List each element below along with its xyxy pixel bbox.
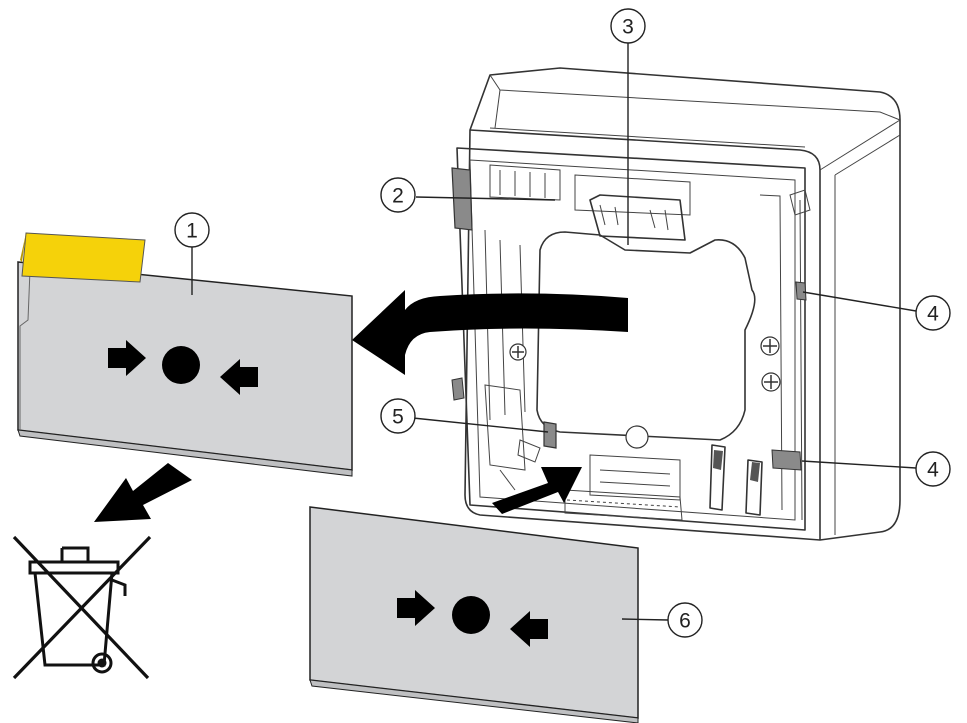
- callout-5: 5: [380, 398, 416, 434]
- screw-left: [509, 343, 527, 361]
- remove-direction-arrow: [352, 290, 628, 375]
- callout-6: 6: [667, 602, 703, 638]
- callout-1-label: 1: [186, 220, 198, 243]
- screw-right-bottom: [761, 372, 781, 392]
- insert-direction-arrow: [492, 467, 582, 514]
- arrow-left-icon: [510, 611, 548, 647]
- callout-3-label: 3: [622, 16, 634, 39]
- callout-4-upper-label: 4: [927, 303, 939, 326]
- housing-back-box: [451, 67, 901, 541]
- circle-dot-icon: [452, 596, 490, 634]
- callout-4-lower-label: 4: [927, 459, 939, 482]
- pull-tab: [21, 232, 146, 283]
- arrow-right-icon: [397, 590, 435, 626]
- arrow-right-icon: [108, 340, 146, 376]
- callout-1: 1: [174, 212, 210, 248]
- old-glass-panel: [17, 232, 353, 477]
- new-glass-panel: [309, 506, 639, 723]
- callout-3: 3: [610, 8, 646, 44]
- screw-right-top: [760, 336, 780, 356]
- callout-6-label: 6: [679, 610, 691, 633]
- dispose-direction-arrow: [94, 463, 192, 522]
- callout-5-label: 5: [392, 406, 404, 429]
- callout-2: 2: [380, 177, 416, 213]
- callout-4-upper: 4: [915, 295, 951, 331]
- callout-2-label: 2: [392, 185, 404, 208]
- arrow-left-icon: [220, 359, 258, 395]
- callout-4-lower: 4: [915, 451, 951, 487]
- crossed-out-wheelie-bin-icon: [12, 535, 152, 680]
- circle-dot-icon: [162, 346, 200, 384]
